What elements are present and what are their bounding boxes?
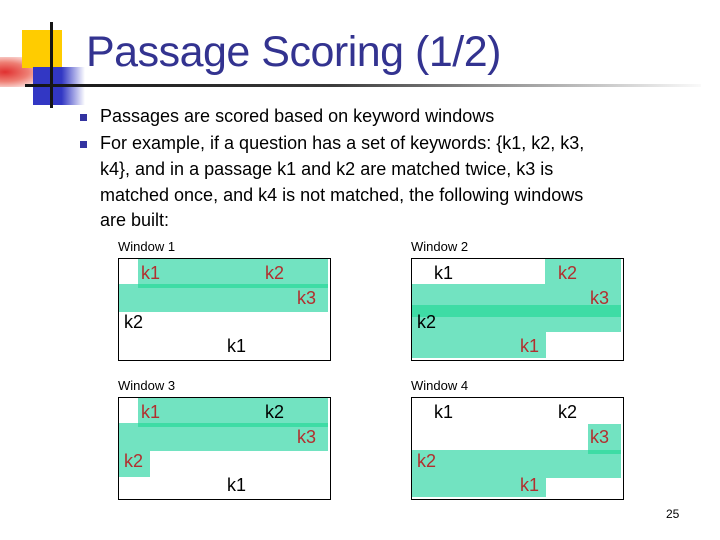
keyword-k1-black: k1 xyxy=(434,263,454,283)
decoration-vertical-line xyxy=(50,22,53,108)
keyword-k3-red: k3 xyxy=(590,427,610,447)
highlight-band-light xyxy=(412,478,546,497)
window-4: Window 4 k1 k2 k3 k2 k1 xyxy=(411,379,626,500)
window-3-label: Window 3 xyxy=(118,378,176,393)
bullet2-text-line4: are built: xyxy=(100,210,170,230)
decoration-yellow-square xyxy=(22,30,62,68)
bullet-square-icon xyxy=(80,114,87,121)
keyword-k2-black: k2 xyxy=(265,402,285,422)
highlight-band-dark xyxy=(138,423,328,427)
highlight-band-light xyxy=(412,450,621,478)
keyword-k1-red: k1 xyxy=(141,402,161,422)
highlight-band-light xyxy=(412,332,546,358)
keyword-k2-red: k2 xyxy=(265,263,285,283)
highlight-band-light xyxy=(138,259,328,288)
keyword-k2-black: k2 xyxy=(124,312,144,332)
highlight-band-light xyxy=(119,284,328,312)
bullet2-text-line1: For example, if a question has a set of … xyxy=(100,133,585,153)
bullet-square-icon xyxy=(80,141,87,148)
highlight-band-light xyxy=(545,259,621,284)
keyword-k1-red: k1 xyxy=(520,336,540,356)
window-2-box: k1 k2 k3 k2 k1 xyxy=(411,258,624,361)
highlight-band-light xyxy=(588,424,621,454)
window-3: Window 3 k1 k2 k3 k2 k1 xyxy=(118,379,333,500)
keyword-k1-red: k1 xyxy=(520,475,540,495)
window-1-label: Window 1 xyxy=(118,239,176,254)
window-1: Window 1 k1 k2 k3 k2 k1 xyxy=(118,240,333,361)
highlight-band-light xyxy=(119,423,328,451)
highlight-band-light xyxy=(119,451,150,477)
keyword-k1-black: k1 xyxy=(227,336,247,356)
title-underline-rule xyxy=(25,84,701,87)
highlight-band-dark xyxy=(588,450,621,454)
keyword-k2-red: k2 xyxy=(558,263,578,283)
keyword-k3-red: k3 xyxy=(297,288,317,308)
keyword-k2-red: k2 xyxy=(124,451,144,471)
bullet1-text: Passages are scored based on keyword win… xyxy=(100,106,495,126)
keyword-k1-black: k1 xyxy=(434,402,454,422)
page-number: 25 xyxy=(666,507,680,521)
keyword-k1-red: k1 xyxy=(141,263,161,283)
slide-title: Passage Scoring (1/2) xyxy=(86,28,501,76)
window-4-label: Window 4 xyxy=(411,378,469,393)
highlight-band-dark xyxy=(412,305,621,317)
bullet2-text-line2: k4}, and in a passage k1 and k2 are matc… xyxy=(100,159,554,179)
window-2-label: Window 2 xyxy=(411,239,469,254)
window-4-box: k1 k2 k3 k2 k1 xyxy=(411,397,624,500)
keyword-k3-red: k3 xyxy=(297,427,317,447)
bullet2-text-line3: matched once, and k4 is not matched, the… xyxy=(100,185,584,205)
keyword-k1-black: k1 xyxy=(227,475,247,495)
window-2: Window 2 k1 k2 k3 k2 k1 xyxy=(411,240,626,361)
keyword-k2-black: k2 xyxy=(558,402,578,422)
highlight-band-light xyxy=(138,398,328,427)
window-1-box: k1 k2 k3 k2 k1 xyxy=(118,258,331,361)
highlight-band-dark xyxy=(138,284,328,288)
keyword-k3-red: k3 xyxy=(590,288,610,308)
window-3-box: k1 k2 k3 k2 k1 xyxy=(118,397,331,500)
keyword-k2-red: k2 xyxy=(417,451,437,471)
keyword-k2-black: k2 xyxy=(417,312,437,332)
